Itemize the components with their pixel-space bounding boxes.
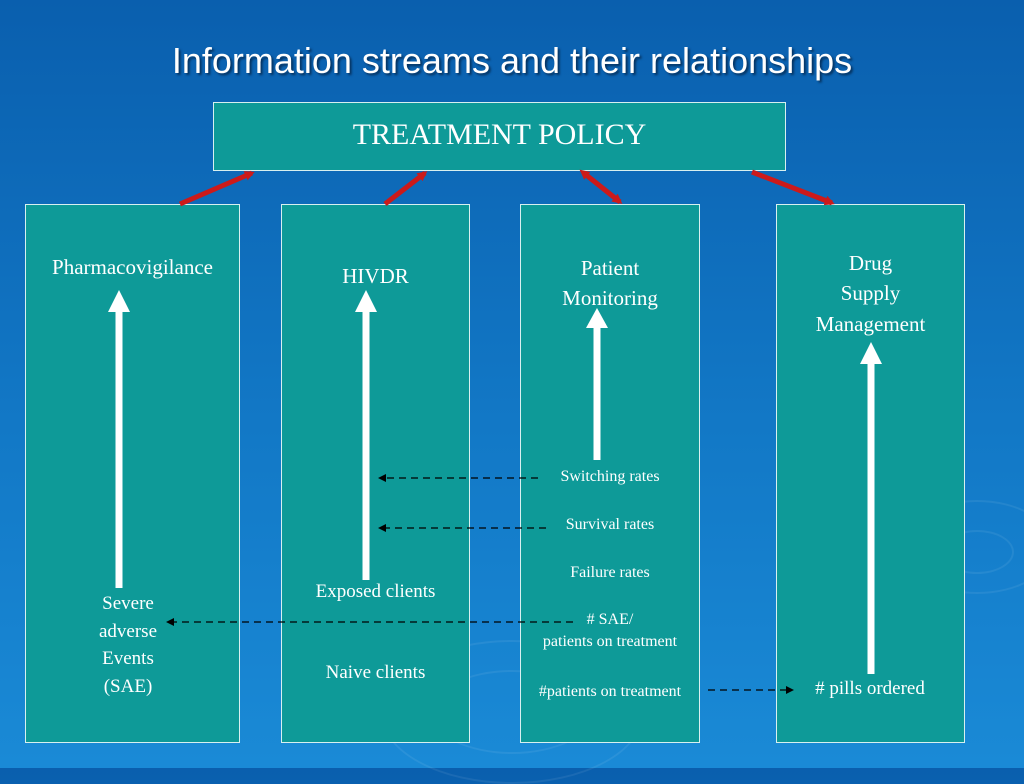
switching-rates-label: Switching rates: [560, 468, 660, 485]
sae-line: (SAE): [103, 675, 153, 697]
white-arrowhead: [860, 342, 882, 364]
white-arrowhead: [108, 290, 130, 312]
naive-clients-label: Naive clients: [325, 662, 426, 683]
survival-rates-label: Survival rates: [565, 516, 655, 533]
heading-line: Supply: [840, 281, 901, 306]
white-arrowhead: [586, 308, 608, 328]
red-arrow-hivdr: [383, 171, 428, 206]
sae-line: Events: [102, 648, 154, 670]
heading-line: Monitoring: [562, 286, 658, 311]
heading-line: Management: [815, 311, 926, 336]
patient-monitoring-box: [520, 204, 700, 743]
patient-monitoring-heading: Patient Monitoring: [520, 253, 700, 314]
treatment-policy-box: [213, 102, 786, 171]
failure-rates-label: Failure rates: [570, 564, 650, 581]
white-arrowhead: [355, 290, 377, 312]
pharmacovigilance-box: [25, 204, 240, 743]
pills-ordered-label: # pills ordered: [815, 678, 925, 699]
sae-line: adverse: [98, 620, 158, 642]
pharmacovigilance-heading: Pharmacovigilance: [52, 255, 213, 279]
sae-per-patient-line: patients on treatment: [542, 633, 678, 651]
sae-label: Severe adverse Events (SAE): [78, 590, 178, 700]
sae-per-patient-line: # SAE/: [586, 611, 634, 628]
heading-line: Drug: [848, 251, 893, 275]
red-double-arrow-patient-monitoring: [579, 169, 623, 204]
hivdr-heading: HIVDR: [342, 264, 409, 288]
heading-line: Patient: [580, 256, 640, 280]
treatment-policy-label: TREATMENT POLICY: [352, 118, 647, 151]
red-arrow-pharmacovigilance: [179, 170, 255, 207]
sae-per-patient-label: # SAE/ patients on treatment: [520, 609, 700, 654]
exposed-clients-label: Exposed clients: [315, 581, 436, 602]
drug-supply-heading: Drug Supply Management: [776, 248, 965, 339]
slide-title: Information streams and their relationsh…: [171, 40, 853, 81]
arrows-layer: [108, 169, 882, 694]
patients-on-treatment-label: #patients on treatment: [538, 683, 682, 700]
hivdr-box: [281, 204, 470, 743]
sae-line: Severe: [102, 593, 154, 614]
red-arrow-drug-supply: [751, 169, 835, 206]
